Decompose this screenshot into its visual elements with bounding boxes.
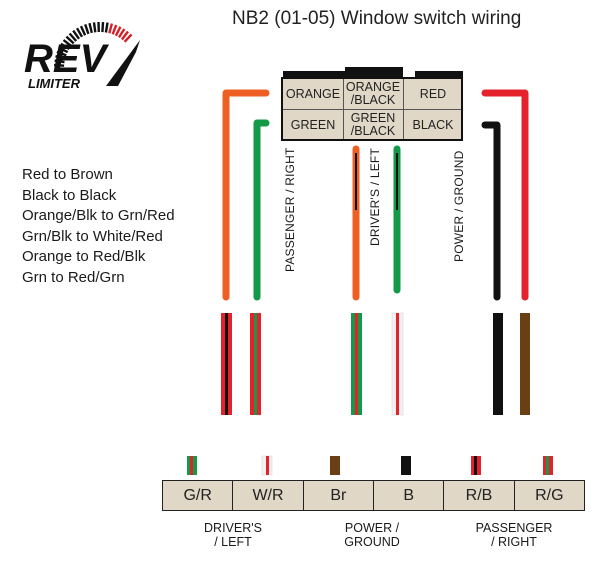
stub-black (401, 456, 411, 475)
rev-limiter-logo: REV LIMITER (22, 16, 162, 94)
group-line: / LEFT (214, 535, 252, 549)
page-title: NB2 (01-05) Window switch wiring (232, 8, 522, 29)
logo-tick (88, 22, 93, 34)
stub-stripe (266, 456, 269, 475)
red-wire (481, 89, 529, 301)
pin-rg: R/G (535, 486, 564, 504)
logo-tick (58, 46, 69, 54)
logo-main-text: REV (24, 37, 110, 81)
switch-connector: ORANGE ORANGE/BLACK RED GREEN GREEN/BLAC… (281, 67, 463, 141)
green-wire (253, 119, 270, 301)
logo-tick (123, 33, 133, 43)
note-line: Orange to Red/Blk (22, 248, 146, 265)
logo-tick (92, 22, 97, 33)
logo-tick (104, 22, 109, 33)
logo-tick (56, 50, 67, 57)
black-wire-lower (493, 313, 503, 415)
red-green-stripe (254, 313, 257, 415)
logo-tick (111, 24, 118, 35)
note-line: Grn to Red/Grn (22, 268, 125, 286)
pin-rb: R/B (444, 481, 515, 510)
pin-wr: W/R (233, 481, 304, 510)
group-line: / RIGHT (491, 535, 537, 549)
group-line: GROUND (344, 535, 400, 549)
pin-black: BLACK (412, 117, 454, 132)
green-red-stripe (355, 313, 358, 415)
logo-tick (65, 35, 75, 45)
pin-orange: ORANGE (285, 86, 341, 101)
stub-stripe (190, 456, 193, 475)
connector-tab (415, 71, 463, 77)
note-line: Orange/Blk to Grn/Red (22, 207, 175, 224)
pin-b: B (374, 481, 445, 510)
connector-tab (283, 71, 345, 77)
logo-sub-text: LIMITER (28, 76, 81, 91)
stub-stripe (546, 456, 549, 475)
pin-gr: G/R (163, 481, 234, 510)
group-power-ground: POWER / GROUND (329, 521, 415, 549)
stub-stripe (474, 456, 477, 475)
pin-green-black: GREEN/BLACK (350, 111, 396, 138)
group-line: PASSENGER (475, 521, 553, 535)
logo-tick (120, 30, 129, 41)
label-passenger-right: PASSENGER / RIGHT (283, 147, 297, 272)
label-power-ground: POWER / GROUND (452, 150, 466, 262)
pin-br: Br (304, 481, 374, 510)
note-line: Black to Black (22, 186, 117, 204)
logo-tick (114, 26, 122, 37)
stub-brown (330, 456, 340, 475)
logo-tick (60, 42, 71, 51)
pin-green: GREEN (290, 117, 336, 132)
logo-tick (72, 29, 80, 40)
logo-tick (54, 59, 65, 64)
white-red-stripe (396, 313, 399, 415)
logo-tick (55, 55, 66, 60)
brown-wire (520, 313, 530, 415)
group-passenger-right: PASSENGER / RIGHT (466, 521, 562, 549)
wiring-notes: Red to Brown Black to Black Orange/Blk t… (22, 165, 175, 288)
logo-tick (54, 63, 65, 67)
logo-tick (75, 27, 84, 38)
label-drivers-left: DRIVER'S / LEFT (368, 148, 382, 246)
note-line: Grn/Blk to White/Red (22, 227, 163, 245)
black-wire (481, 121, 501, 301)
orange-wire (222, 89, 270, 301)
logo-tick (117, 28, 126, 39)
harness-connector: G/R W/R Br B R/B R/G (162, 480, 585, 511)
pin-orange-black: ORANGE/BLACK (345, 80, 401, 107)
logo-tick (79, 25, 87, 36)
pin-red: RED (419, 86, 447, 101)
logo-tick (62, 39, 73, 48)
group-line: POWER / (344, 521, 400, 535)
group-line: DRIVER'S (204, 521, 262, 535)
logo-tick (108, 23, 114, 34)
logo-tick (84, 24, 90, 35)
connector-tab (345, 67, 403, 77)
logo-needle (106, 40, 140, 86)
note-line: Red to Brown (22, 166, 113, 183)
logo-tick (101, 22, 105, 33)
logo-graphic: REV LIMITER (24, 21, 140, 91)
red-black-stripe (225, 313, 228, 415)
group-drivers-left: DRIVER'S / LEFT (190, 521, 276, 549)
logo-tick (68, 32, 78, 42)
